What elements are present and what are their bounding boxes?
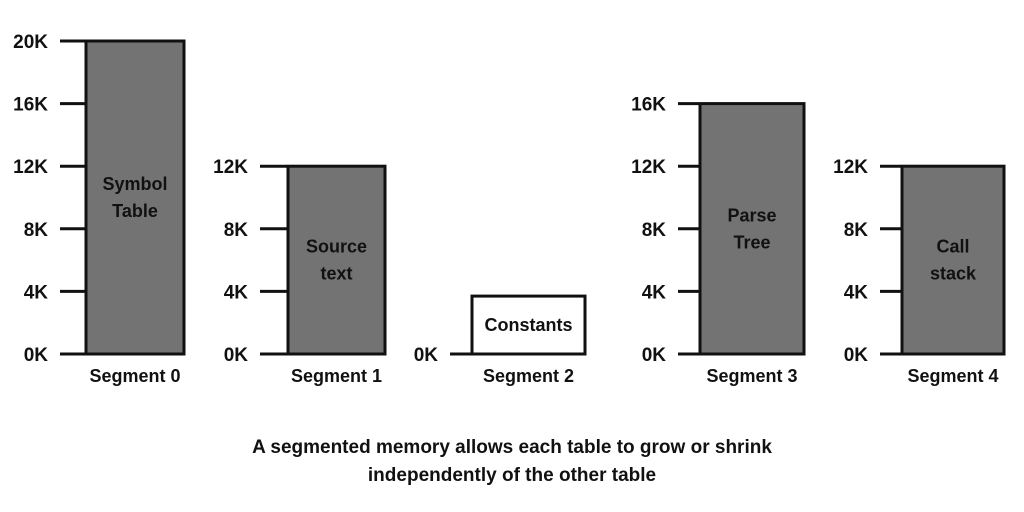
segment-3-tick-label: 0K xyxy=(642,345,667,366)
segment-1-tick-label: 4K xyxy=(224,282,249,303)
segment-4-label: stack xyxy=(930,264,977,284)
segment-1-bar xyxy=(286,164,387,356)
segment-0-tick-label: 0K xyxy=(24,345,49,366)
segment-3-tick-label: 16K xyxy=(631,95,666,116)
segment-3-bar xyxy=(698,102,806,356)
segment-3-tick-label: 12K xyxy=(631,157,666,178)
segment-2-tick-label: 0K xyxy=(414,345,439,366)
segment-4-bar xyxy=(900,164,1006,356)
segment-0-bar xyxy=(84,39,186,356)
segment-0-tick-label: 8K xyxy=(24,220,49,241)
caption-line-1: A segmented memory allows each table to … xyxy=(252,437,772,458)
segment-0-tick-label: 16K xyxy=(13,95,48,116)
segment-3-tick-label: 8K xyxy=(642,220,667,241)
segment-3-name: Segment 3 xyxy=(706,366,797,386)
segment-0-label: Table xyxy=(112,201,158,221)
segment-1-tick-label: 12K xyxy=(213,157,248,178)
segment-4-tick-label: 12K xyxy=(833,157,868,178)
segment-1-name: Segment 1 xyxy=(291,366,382,386)
segment-2-label: Constants xyxy=(484,315,572,335)
segment-1-tick-label: 0K xyxy=(224,345,249,366)
segment-0-name: Segment 0 xyxy=(89,366,180,386)
segment-4-tick-label: 8K xyxy=(844,220,869,241)
segment-1-tick-label: 8K xyxy=(224,220,249,241)
caption-line-2: independently of the other table xyxy=(367,465,657,486)
segment-4-tick-label: 0K xyxy=(844,345,869,366)
segment-4-tick-label: 4K xyxy=(844,282,869,303)
segment-0-label: Symbol xyxy=(102,174,167,194)
segment-3-tick-label: 4K xyxy=(642,282,667,303)
segment-2-bar xyxy=(470,294,587,356)
segment-3-label: Parse xyxy=(727,205,776,225)
segment-0-tick-label: 20K xyxy=(13,32,48,53)
segment-4-name: Segment 4 xyxy=(907,366,998,386)
segment-1-label: text xyxy=(320,264,352,284)
segment-4-label: Call xyxy=(936,237,969,257)
segment-1-label: Source xyxy=(306,237,367,257)
segment-0-tick-label: 12K xyxy=(13,157,48,178)
segment-3-label: Tree xyxy=(733,232,770,252)
segment-0-tick-label: 4K xyxy=(24,282,49,303)
segment-2-name: Segment 2 xyxy=(483,366,574,386)
